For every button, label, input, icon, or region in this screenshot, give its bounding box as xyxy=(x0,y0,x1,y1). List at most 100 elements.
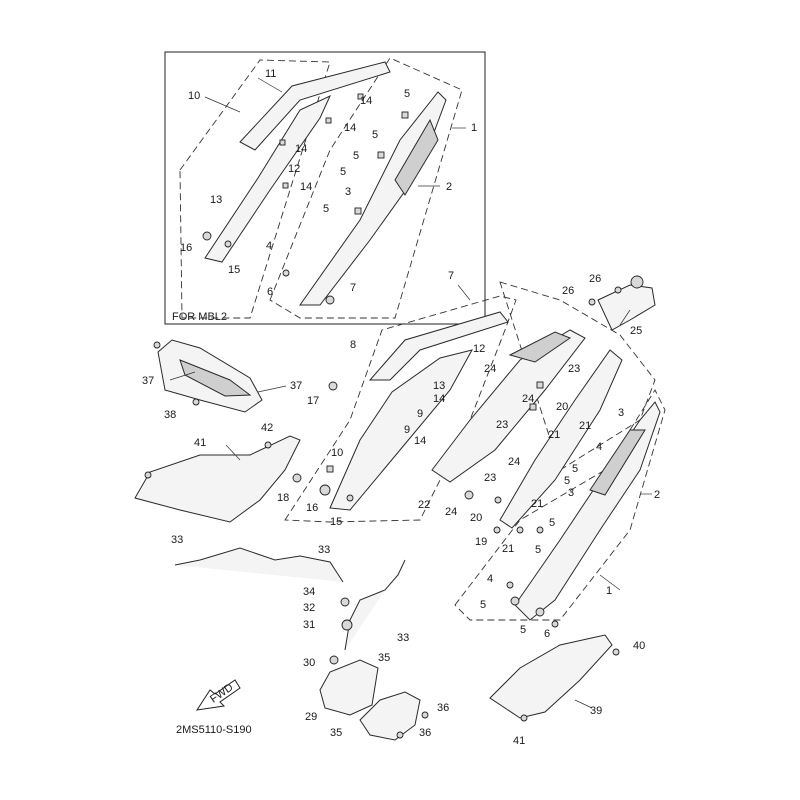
callout-c3: 3 xyxy=(345,186,351,198)
side-cover-40 xyxy=(134,435,301,523)
inset-nut-14b xyxy=(325,117,332,124)
inner-panel-top xyxy=(508,331,572,363)
callout-c1: 1 xyxy=(471,122,477,134)
callout-m18: 18 xyxy=(277,492,289,504)
inset-grommet-7 xyxy=(325,295,335,305)
bolt-6 xyxy=(510,596,520,606)
inset-cover-11 xyxy=(239,61,391,151)
inset-cover-2-stripe xyxy=(394,118,439,196)
nut-24a xyxy=(536,381,544,389)
bolt-35b xyxy=(396,731,404,739)
callout-m25: 25 xyxy=(630,325,642,337)
lead-m40 xyxy=(225,444,241,461)
main-assembly: FWD 2MS5110-S190 7 8 12 13 14 14 9 9 17 … xyxy=(134,270,666,747)
callout-m14d: 14 xyxy=(414,435,426,447)
callout-m35b: 36 xyxy=(419,727,431,739)
callout-m23a: 23 xyxy=(568,363,580,375)
callout-m4: 4 xyxy=(487,573,493,585)
bracket-25 xyxy=(597,284,656,331)
collar-18 xyxy=(292,473,302,483)
callout-m37a: 37 xyxy=(142,375,154,387)
screw-39b xyxy=(520,714,528,722)
clamp-30 xyxy=(340,597,350,607)
callout-m16: 16 xyxy=(306,502,318,514)
inset-nut-14d xyxy=(282,182,289,189)
callout-m14c: 14 xyxy=(433,393,445,405)
callout-m9: 6 xyxy=(544,628,550,640)
callout-m24d: 24 xyxy=(445,506,457,518)
cap-42 xyxy=(630,275,644,289)
callout-m30: 32 xyxy=(303,602,315,614)
group-upper-outline xyxy=(499,281,656,471)
callout-c6: 6 xyxy=(267,286,273,298)
bolt-26a xyxy=(614,286,622,294)
callout-m23c: 23 xyxy=(484,472,496,484)
cap-29 xyxy=(341,619,353,631)
callout-m14b: 13 xyxy=(433,380,445,392)
inset-frame-left xyxy=(204,94,332,263)
rear-panel-20 xyxy=(499,349,623,529)
callout-m36: 37 xyxy=(290,380,302,392)
inset-clip-5 xyxy=(354,207,362,215)
inset-bolt-6 xyxy=(282,269,290,277)
side-cover-11 xyxy=(368,311,509,381)
callout-c12: 12 xyxy=(288,163,300,175)
callout-m37b: 38 xyxy=(164,409,176,421)
callout-c5e: 5 xyxy=(323,203,329,215)
screw-41a xyxy=(264,441,272,449)
inset-clip-5c xyxy=(401,111,409,119)
lead-m36 xyxy=(257,385,287,393)
callout-m21c: 21 xyxy=(531,498,543,510)
callout-m11: 8 xyxy=(350,339,356,351)
lead-m38 xyxy=(574,699,593,709)
callout-c7: 7 xyxy=(350,282,356,294)
callout-m32: 33 xyxy=(397,632,409,644)
callout-m39b: 41 xyxy=(513,735,525,747)
callout-c2: 2 xyxy=(446,181,452,193)
bolt-19 xyxy=(493,526,501,534)
callout-c5c: 5 xyxy=(353,150,359,162)
callout-m5d: 5 xyxy=(564,475,570,487)
callout-m33a: 33 xyxy=(171,534,183,546)
callout-m29: 31 xyxy=(303,619,315,631)
bolt-15 xyxy=(346,494,354,502)
hose-32 xyxy=(344,559,406,651)
nut-13 xyxy=(326,465,334,473)
callout-m12b: 9 xyxy=(404,424,410,436)
callout-c14b: 14 xyxy=(344,122,356,134)
callout-m24b: 24 xyxy=(522,393,534,405)
callout-m24a: 24 xyxy=(484,363,496,375)
inset-caption: FOR MBL2 xyxy=(172,311,227,323)
callout-m35a: 36 xyxy=(437,702,449,714)
callout-m26a: 26 xyxy=(589,273,601,285)
callout-c14d: 14 xyxy=(300,181,312,193)
bolt-35a xyxy=(421,711,429,719)
callout-m5a: 3 xyxy=(618,407,624,419)
callout-m27: 29 xyxy=(305,711,317,723)
inset-grommet-16 xyxy=(202,231,212,241)
screw-37a xyxy=(153,341,161,349)
callout-m23b: 23 xyxy=(496,419,508,431)
right-cover-stripe xyxy=(589,429,646,496)
callout-m20b: 20 xyxy=(470,512,482,524)
hose-31 xyxy=(174,547,344,583)
callout-c5a: 5 xyxy=(404,88,410,100)
inset-nut-14 xyxy=(357,93,364,100)
callout-c5b: 5 xyxy=(372,129,378,141)
side-cover-38 xyxy=(489,634,613,719)
bolt-21 xyxy=(516,526,524,534)
callout-c5d: 5 xyxy=(340,166,346,178)
callout-m40: 41 xyxy=(194,437,206,449)
screw-39a xyxy=(612,648,620,656)
inner-panel-22 xyxy=(431,329,586,483)
bolt-28 xyxy=(329,655,339,665)
lead-c11 xyxy=(257,77,283,93)
lead-m10 xyxy=(457,284,471,301)
bolt-4 xyxy=(506,581,514,589)
callout-m2: 2 xyxy=(654,489,660,501)
callout-c16: 16 xyxy=(180,242,192,254)
callout-m13: 10 xyxy=(331,447,343,459)
callout-m10: 7 xyxy=(448,270,454,282)
inset-group-left-outline xyxy=(179,59,331,319)
